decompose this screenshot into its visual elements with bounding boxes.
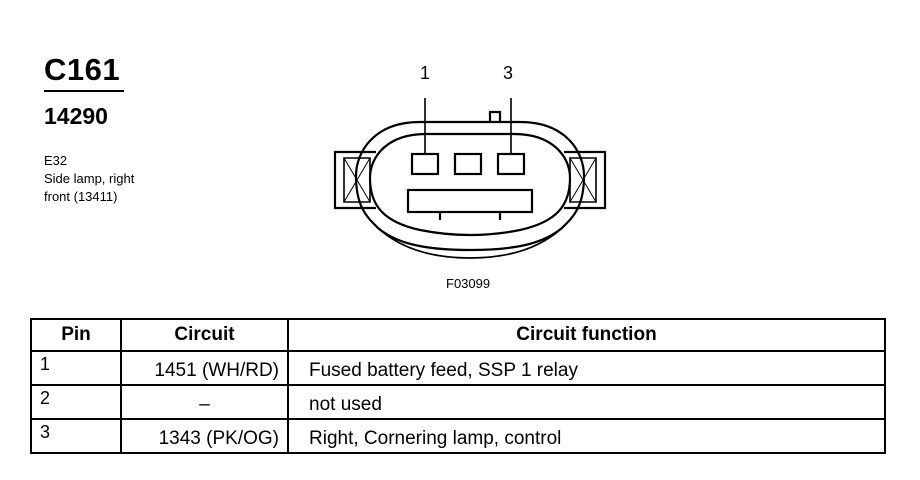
- cavity-pin-3: [496, 152, 526, 176]
- connector-description: E32 Side lamp, right front (13411): [44, 152, 134, 206]
- key-tab: [488, 110, 502, 122]
- connector-id: C161: [44, 52, 121, 87]
- left-latch: [333, 150, 376, 210]
- circuit-cell: –: [120, 384, 289, 420]
- pin-cell: 3: [30, 418, 122, 454]
- header-circuit: Circuit: [120, 318, 289, 352]
- connector-shell: [354, 120, 586, 252]
- pin-cell: 1: [30, 350, 122, 386]
- connector-face-diagram: [333, 98, 607, 259]
- pin-label-1: 1: [420, 63, 431, 83]
- header-pin: Pin: [30, 318, 122, 352]
- lower-slot: [406, 188, 534, 214]
- table-row: 1 1451 (WH/RD) Fused battery feed, SSP 1…: [30, 350, 886, 386]
- pin-table: Pin Circuit Circuit function 1 1451 (WH/…: [30, 318, 886, 454]
- connector-id-underline: [44, 90, 124, 92]
- description-line: Side lamp, right: [44, 171, 135, 186]
- description-line: front (13411): [44, 189, 118, 204]
- function-cell: Right, Cornering lamp, control: [287, 418, 886, 454]
- pin-cell: 2: [30, 384, 122, 420]
- table-row: 2 – not used: [30, 384, 886, 420]
- function-cell: not used: [287, 384, 886, 420]
- circuit-cell: 1451 (WH/RD): [120, 350, 289, 386]
- table-row: 3 1343 (PK/OG) Right, Cornering lamp, co…: [30, 418, 886, 454]
- right-latch: [564, 150, 607, 210]
- figure-code: F03099: [446, 276, 491, 291]
- part-number: 14290: [44, 103, 108, 129]
- cavity-pin-1: [410, 152, 440, 176]
- function-cell: Fused battery feed, SSP 1 relay: [287, 350, 886, 386]
- pin-label-3: 3: [503, 63, 514, 83]
- description-line: E32: [44, 153, 68, 168]
- header-circuit-function: Circuit function: [287, 318, 886, 352]
- cavity-pin-2: [453, 152, 483, 176]
- circuit-cell: 1343 (PK/OG): [120, 418, 289, 454]
- table-header-row: Pin Circuit Circuit function: [30, 318, 886, 352]
